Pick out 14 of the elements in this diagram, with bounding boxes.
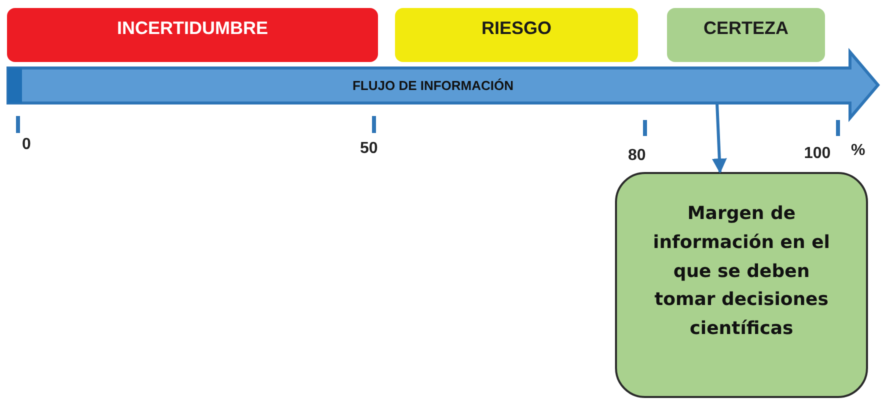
scale-value: 50 <box>360 140 378 158</box>
category-box <box>395 8 638 62</box>
scale-value: 100 <box>804 145 831 163</box>
scale-value: 0 <box>22 136 31 154</box>
category-label: INCERTIDUMBRE <box>117 18 268 38</box>
note-box <box>615 172 868 398</box>
category-label: CERTEZA <box>704 18 788 38</box>
note-text: Margen de información en el que se deben tomar decisiones científicas <box>652 202 831 342</box>
category-label: RIESGO <box>481 18 552 38</box>
arrow <box>712 102 727 174</box>
category-box <box>667 8 825 62</box>
category-box <box>7 8 378 62</box>
scale-value: 80 <box>628 147 646 165</box>
scale-value: % <box>851 142 866 160</box>
